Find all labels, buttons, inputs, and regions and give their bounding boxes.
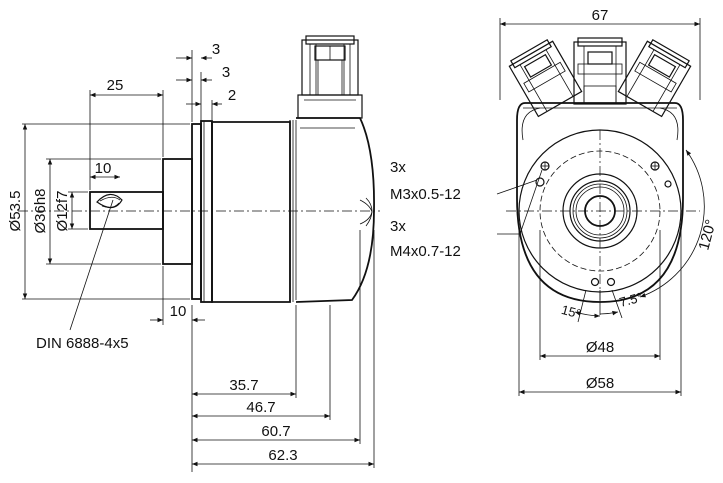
dim-angle-15: 15° [560, 302, 583, 322]
housing [211, 121, 291, 303]
key [96, 193, 123, 209]
dim-spigot-length: 10 [170, 303, 187, 320]
front-dimension-lines [496, 21, 705, 395]
cable-gland [297, 35, 363, 119]
holes-m3-qty: 3x [390, 159, 406, 176]
shaft [89, 191, 164, 230]
dim-flange-thk-2: 3 [222, 64, 230, 81]
dim-shaft-length: 25 [107, 77, 124, 94]
dim-dia-12: Ø12f7 [54, 191, 71, 232]
dim-flange-thk-1: 3 [212, 41, 220, 58]
dim-dia-36: Ø36h8 [32, 188, 49, 233]
dim-dia-48: Ø48 [586, 339, 614, 356]
dim-width-67: 67 [592, 7, 609, 24]
holes-m4-spec: M4x0.7-12 [390, 243, 461, 260]
key-note: DIN 6888-4x5 [36, 335, 129, 352]
front-cable-glands [508, 37, 692, 118]
side-dimension-lines [22, 55, 374, 467]
front-view: 67 Ø48 Ø58 120° 15° 7.5° 3x M3x0.5-12 3x… [390, 7, 720, 396]
dim-angle-120: 120° [695, 218, 719, 252]
dim-length-35-7: 35.7 [229, 377, 258, 394]
dim-length-46-7: 46.7 [246, 399, 275, 416]
dim-dia-58: Ø58 [586, 375, 614, 392]
shaft-bore [584, 195, 616, 227]
dim-length-60-7: 60.7 [261, 423, 290, 440]
dim-angle-7-5: 7.5° [618, 289, 644, 310]
hub-outer-ring [562, 173, 638, 249]
holes-m4-qty: 3x [390, 218, 406, 235]
side-view: 25 3 3 2 10 10 35.7 46.7 60.7 62.3 Ø53.5… [7, 35, 380, 472]
dim-length-62-3: 62.3 [268, 447, 297, 464]
holes-m3-spec: M3x0.5-12 [390, 186, 461, 203]
mounting-holes [535, 161, 672, 287]
dim-key-length: 10 [95, 160, 112, 177]
rear-cover [295, 117, 375, 303]
flange-1 [191, 123, 202, 300]
spigot [162, 158, 193, 265]
dim-dia-53-5: Ø53.5 [7, 191, 24, 232]
dim-flange-thk-3: 2 [228, 87, 236, 104]
side-extension-lines [22, 50, 375, 472]
flange-2 [200, 120, 213, 303]
